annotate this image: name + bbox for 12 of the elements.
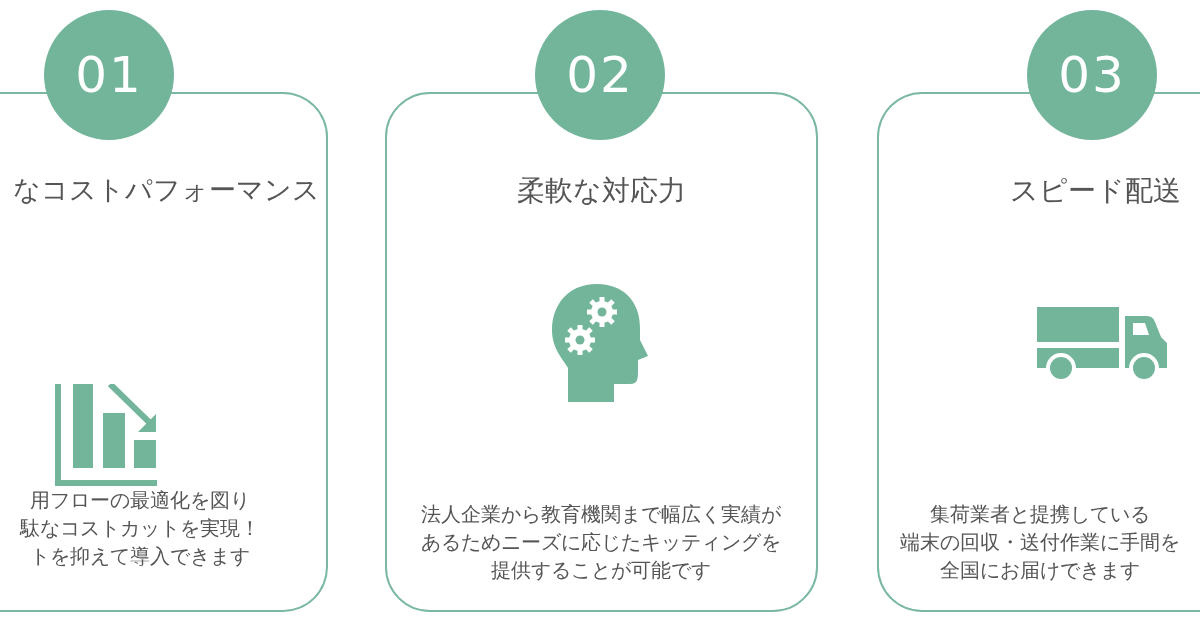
card-background: [385, 92, 818, 612]
description-text: 法人企業から教育機関まで幅広く実績があるためニーズに応じたキッティングを提供することが可能です: [420, 501, 782, 584]
number-circle: 02: [535, 10, 665, 140]
number-circle: 03: [1027, 10, 1157, 140]
description-text: 用フローの最適化を図り駄なコストカットを実現！トを抑えて導入できます: [18, 487, 261, 570]
card-title: なコストパフォーマンス: [12, 173, 320, 207]
number-circle: 01: [44, 10, 174, 140]
card-background: [0, 92, 328, 612]
card-background: [877, 92, 1200, 612]
description-text: 集荷業者と提携している端末の回収・送付作業に手間を全国にお届けできます: [899, 501, 1181, 584]
card-title: スピード配送: [1009, 173, 1182, 209]
card-title: 柔軟な対応力: [515, 173, 687, 209]
